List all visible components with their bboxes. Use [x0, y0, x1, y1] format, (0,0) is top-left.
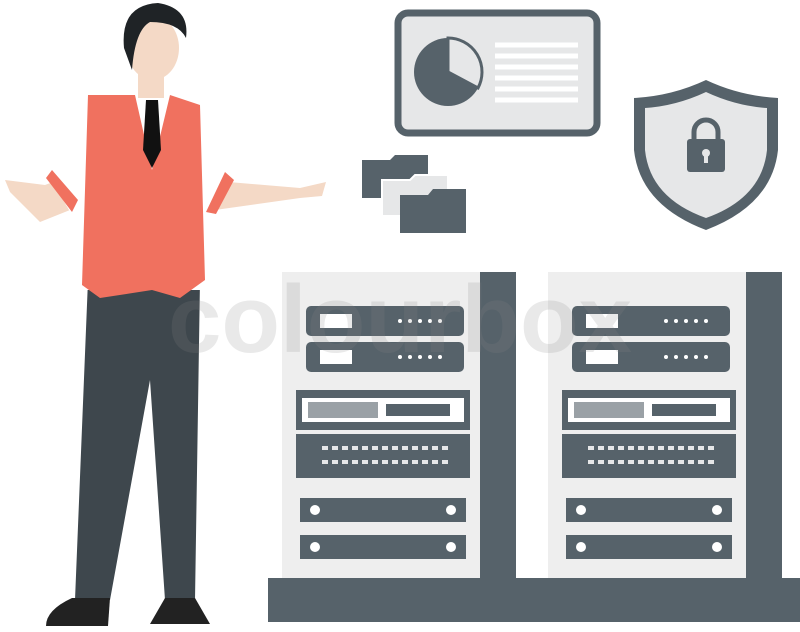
- folders-icon: [362, 155, 466, 233]
- person: [5, 3, 326, 626]
- server-racks: [268, 272, 800, 622]
- watermark: colourbox: [168, 266, 632, 373]
- server-rack: [548, 272, 782, 578]
- server-rack: [282, 272, 516, 578]
- lock-icon: [687, 117, 725, 172]
- security-shield-icon: [634, 80, 778, 230]
- dashboard-chart-icon: [394, 9, 601, 137]
